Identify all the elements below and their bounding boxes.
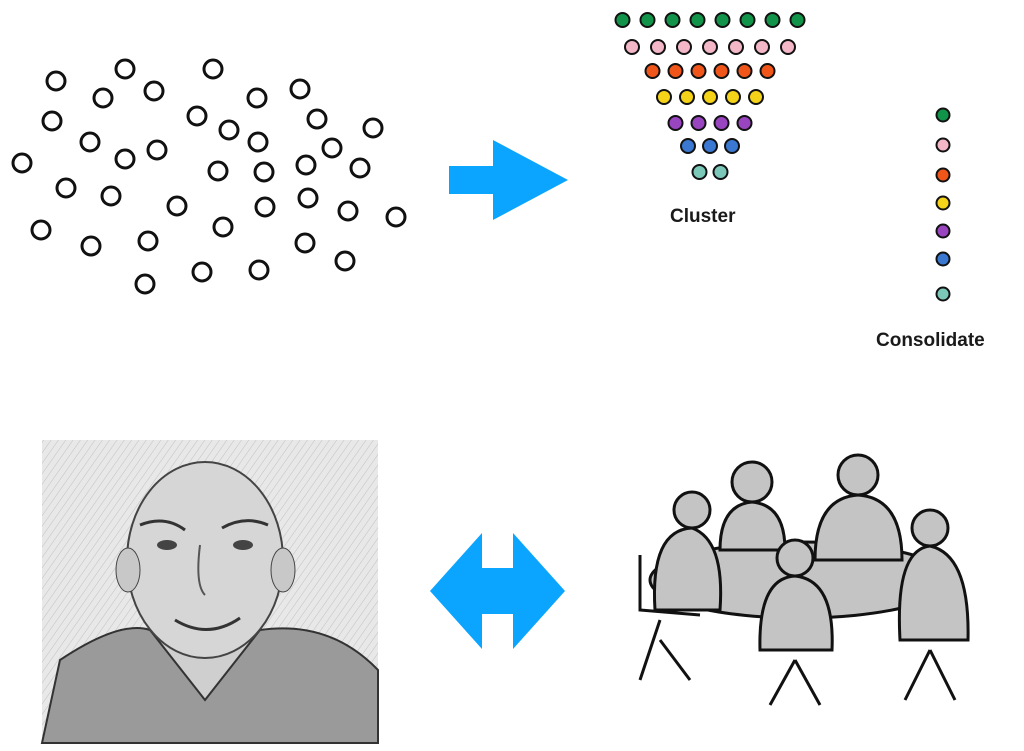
idea-circle xyxy=(289,78,311,100)
idea-circle xyxy=(30,219,52,241)
cluster-dot xyxy=(679,89,695,105)
consolidate-label: Consolidate xyxy=(876,330,985,351)
idea-circle xyxy=(294,232,316,254)
cluster-dot xyxy=(644,63,661,79)
cluster-dot xyxy=(691,164,708,180)
idea-circle xyxy=(362,117,384,139)
cluster-dot xyxy=(764,12,781,28)
cluster-dot xyxy=(676,39,692,55)
cluster-dot xyxy=(702,39,718,55)
idea-circle xyxy=(385,206,407,228)
arrow-right-icon xyxy=(449,140,568,220)
cluster-dot xyxy=(656,89,672,105)
idea-circle xyxy=(166,195,188,217)
idea-circle xyxy=(146,139,168,161)
cluster-dot xyxy=(690,63,707,79)
idea-circle xyxy=(306,108,328,130)
cluster-dot xyxy=(736,63,753,79)
cluster-dot xyxy=(667,115,684,131)
cluster-dot xyxy=(702,138,718,154)
idea-circle xyxy=(321,137,343,159)
idea-circle xyxy=(202,58,224,80)
cluster-dot xyxy=(724,138,740,154)
cluster-dot xyxy=(714,12,731,28)
cluster-dot xyxy=(748,89,764,105)
idea-circle xyxy=(218,119,240,141)
consolidated-dot xyxy=(935,223,951,239)
cluster-dot xyxy=(614,12,631,28)
idea-circle xyxy=(337,200,359,222)
person-portrait xyxy=(40,440,379,744)
double-arrow-icon xyxy=(430,533,565,649)
idea-circle xyxy=(55,177,77,199)
idea-circle xyxy=(246,87,268,109)
cluster-dot xyxy=(739,12,756,28)
cluster-dot xyxy=(667,63,684,79)
cluster-dot xyxy=(728,39,744,55)
cluster-dots xyxy=(614,12,806,180)
idea-circle xyxy=(92,87,114,109)
idea-circle xyxy=(79,131,101,153)
idea-circle xyxy=(254,196,276,218)
consolidated-dot xyxy=(935,195,951,211)
idea-circle xyxy=(11,152,33,174)
cluster-dot xyxy=(650,39,666,55)
cluster-dot xyxy=(664,12,681,28)
cluster-dot xyxy=(789,12,806,28)
idea-circle xyxy=(207,160,229,182)
idea-circle xyxy=(297,187,319,209)
idea-circle xyxy=(191,261,213,283)
idea-circle xyxy=(114,58,136,80)
cluster-dot xyxy=(713,115,730,131)
idea-circle xyxy=(186,105,208,127)
cluster-dot xyxy=(624,39,640,55)
idea-circle xyxy=(114,148,136,170)
cluster-dot xyxy=(680,138,696,154)
cluster-dot xyxy=(639,12,656,28)
consolidated-dot xyxy=(935,167,951,183)
idea-circle xyxy=(334,250,356,272)
cluster-dot xyxy=(689,12,706,28)
cluster-dot xyxy=(712,164,729,180)
consolidate-dots xyxy=(935,107,951,302)
idea-circle xyxy=(248,259,270,281)
idea-circle xyxy=(247,131,269,153)
idea-circle xyxy=(212,216,234,238)
cluster-dot xyxy=(754,39,770,55)
cluster-dot xyxy=(702,89,718,105)
idea-circle xyxy=(134,273,156,295)
cluster-dot xyxy=(759,63,776,79)
idea-circle xyxy=(143,80,165,102)
consolidated-dot xyxy=(935,107,951,123)
cluster-dot xyxy=(780,39,796,55)
idea-circle xyxy=(137,230,159,252)
consolidated-dot xyxy=(935,137,951,153)
consolidated-dot xyxy=(935,251,951,267)
idea-circle xyxy=(45,70,67,92)
cluster-dot xyxy=(736,115,753,131)
idea-circle xyxy=(295,154,317,176)
cluster-dot xyxy=(725,89,741,105)
cluster-dot xyxy=(713,63,730,79)
idea-circle xyxy=(100,185,122,207)
consolidated-dot xyxy=(935,286,951,302)
group-meeting-icon xyxy=(638,453,970,706)
idea-circle xyxy=(80,235,102,257)
scattered-ideas-circles xyxy=(11,58,407,295)
cluster-label: Cluster xyxy=(670,206,736,227)
cluster-dot xyxy=(690,115,707,131)
idea-circle xyxy=(41,110,63,132)
idea-circle xyxy=(253,161,275,183)
idea-circle xyxy=(349,157,371,179)
